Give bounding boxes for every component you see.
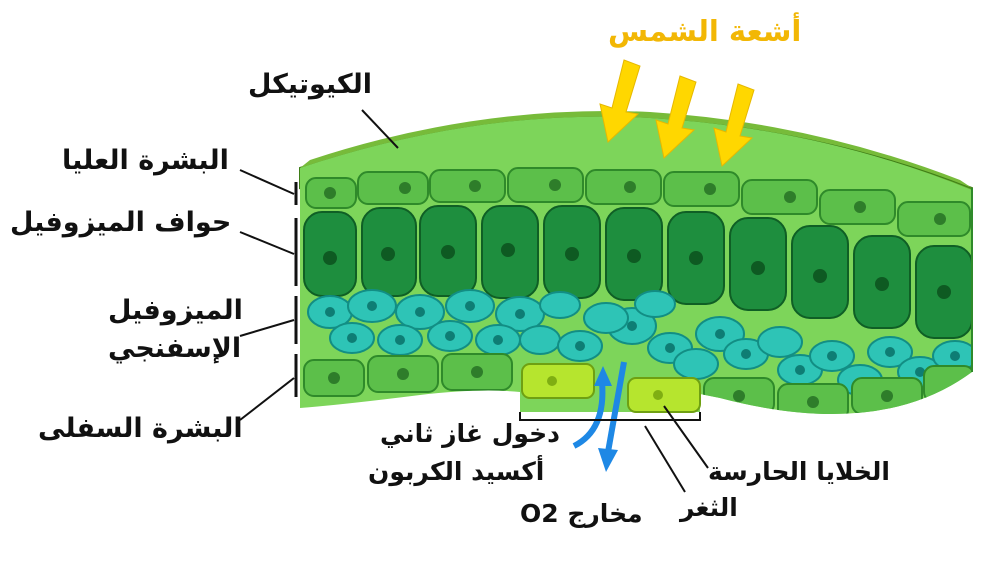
leaf-body xyxy=(300,116,972,415)
label-sunlight: أشعة الشمس xyxy=(608,14,802,48)
label-upper-epidermis: البشرة العليا xyxy=(62,145,229,176)
spongy-cells xyxy=(307,289,972,396)
label-guard-cells: الخلايا الحارسة xyxy=(708,457,890,486)
spongy-nuclei xyxy=(325,301,960,377)
label-palisade-mesophyll: حواف الميزوفيل xyxy=(10,207,232,238)
label-spongy-mesophyll-line1: الميزوفيل xyxy=(108,295,243,326)
leader-lines xyxy=(239,109,709,493)
guard-cells xyxy=(521,363,701,413)
label-co2-in-line2: أكسيد الكربون xyxy=(368,457,545,486)
label-co2-in-line1: دخول غاز ثاني xyxy=(380,419,560,448)
upper-epidermis-nuclei xyxy=(324,179,946,225)
co2-in-arrow xyxy=(572,366,612,449)
label-stoma: الثغر xyxy=(680,493,738,522)
palisade-nuclei xyxy=(323,243,951,299)
label-lower-epidermis: البشرة السفلى xyxy=(38,413,243,444)
lower-epidermis-nuclei xyxy=(328,366,893,408)
o2-out-arrow xyxy=(598,361,627,472)
label-spongy-mesophyll-line2: الإسفنجي xyxy=(108,333,242,364)
sunlight-arrows xyxy=(599,59,755,167)
label-o2-out: مخارج O2 xyxy=(520,499,643,528)
guard-cell-nuclei xyxy=(547,376,663,400)
label-cuticle: الكيوتيكل xyxy=(248,69,373,100)
